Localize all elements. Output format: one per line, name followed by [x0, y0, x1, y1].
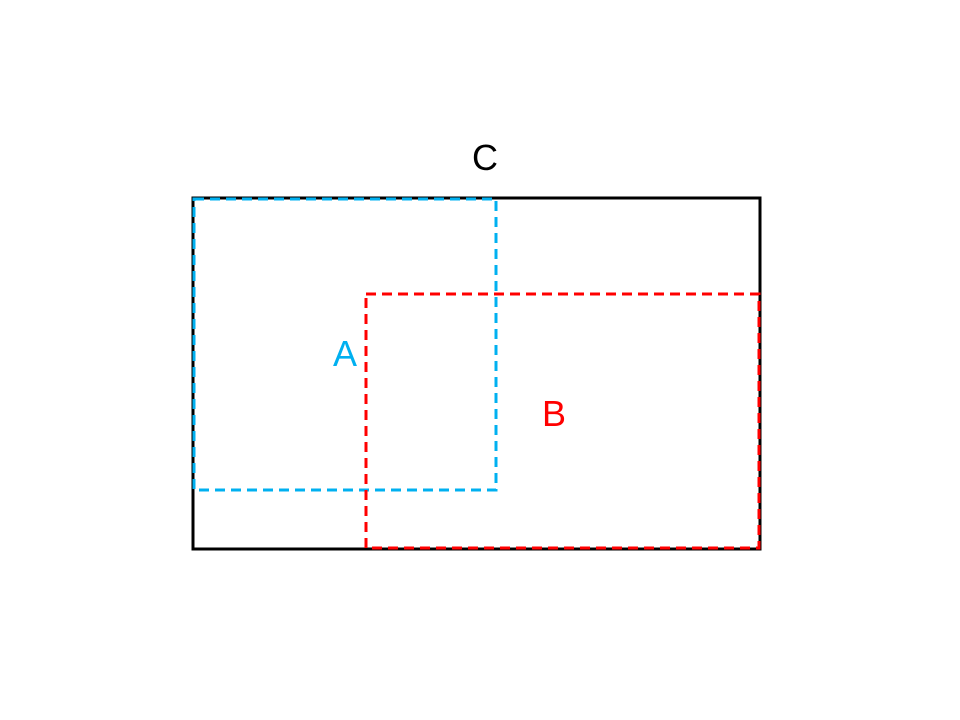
label-a: A: [333, 333, 357, 374]
rectangle-b: [364, 292, 761, 550]
rectangle-a: [192, 197, 498, 492]
rectangle-c: [191, 196, 762, 551]
label-c: C: [472, 137, 498, 178]
label-b: B: [542, 393, 566, 434]
